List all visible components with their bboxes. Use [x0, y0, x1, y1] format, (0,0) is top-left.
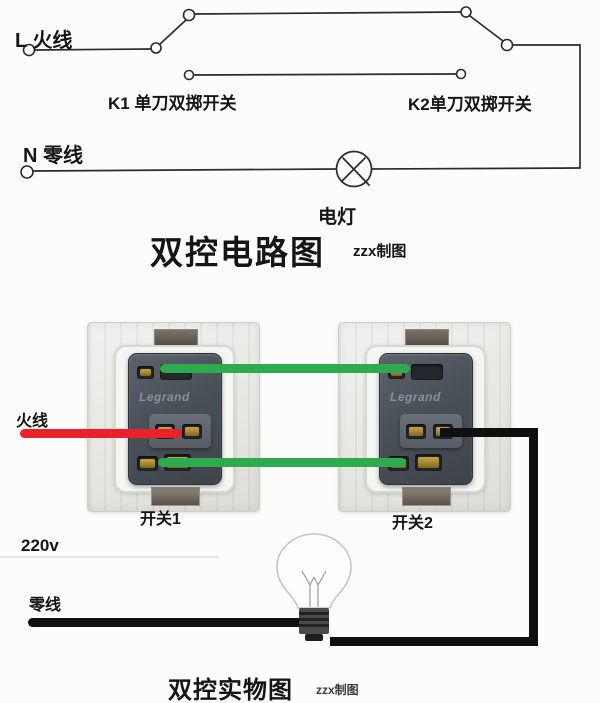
traveler-wire-bottom-green: [158, 458, 406, 467]
k2-switch-label: K2单刀双掷开关: [408, 95, 532, 114]
schematic-neutral-label: N 零线: [23, 145, 83, 167]
top-traveler-line: [193, 11, 462, 15]
bulb-filament: [301, 570, 327, 607]
k2-throw-down-dot: [455, 68, 467, 80]
k1-throw-up-dot: [182, 8, 196, 22]
k2-throw-up-dot: [460, 6, 472, 18]
bottom-traveler-line: [193, 73, 457, 76]
light-bulb-icon: [276, 533, 352, 641]
traveler-wire-top-green: [160, 364, 410, 373]
lamp-label: 电灯: [318, 207, 357, 228]
voltage-label: 220v: [21, 536, 59, 555]
switch1-wall-plate: Legrand: [87, 322, 260, 512]
k1-switch-blade: [159, 19, 187, 45]
switch1-terminal-bottom-left: [137, 456, 158, 471]
bulb-glass: [276, 533, 352, 609]
switch1-brand-text: Legrand: [139, 390, 190, 404]
switch1-terminal-common-right: [182, 424, 202, 439]
switch2-bottom-mount-slot: [402, 487, 451, 506]
k2-switch-blade: [469, 15, 504, 42]
k2-output-line: [511, 44, 581, 169]
k1-switch-label: K1 单刀双掷开关: [108, 94, 237, 113]
switch2-terminal-top-right: [411, 364, 443, 380]
physical-neutral-label: 零线: [29, 597, 62, 614]
schematic-live-label: L 火线: [15, 30, 73, 52]
live-wire-red: [20, 429, 182, 438]
physical-live-label: 火线: [16, 413, 49, 430]
neutral-wire-line: [32, 168, 337, 172]
switch2-label: 开关2: [392, 515, 433, 532]
k1-pole-dot: [150, 42, 162, 54]
switch2-wall-plate: Legrand: [338, 322, 511, 512]
switch2-terminal-bottom-right: [415, 454, 442, 471]
switched-wire-black-horizontal-bottom: [330, 637, 538, 646]
k2-pole-dot: [500, 38, 514, 52]
bulb-screw-base: [299, 608, 329, 641]
k1-throw-down-dot: [183, 69, 195, 81]
schematic-title: 双控电路图: [150, 234, 325, 271]
switch1-bottom-mount-slot: [151, 487, 200, 506]
lamp-symbol-icon: [335, 150, 373, 188]
lamp-output-line: [371, 167, 581, 170]
circuit-diagram-svg: [20, 6, 581, 188]
live-terminal-dot: [22, 43, 36, 57]
switch2-brand-text: Legrand: [390, 390, 441, 404]
physical-title: 双控实物图: [168, 677, 293, 703]
switched-wire-black-horizontal-top: [440, 428, 538, 437]
neutral-wire-black: [28, 618, 310, 627]
switch2-terminal-common-left: [406, 424, 426, 439]
switched-wire-black-vertical: [529, 428, 538, 646]
voltage-divider-line: [0, 556, 218, 558]
neutral-terminal-dot: [20, 165, 34, 179]
schematic-credit: zzx制图: [353, 243, 407, 260]
physical-credit: zzx制图: [316, 683, 359, 697]
switch1-terminal-top-left: [137, 366, 154, 379]
live-wire-line: [34, 48, 152, 51]
switch1-label: 开关1: [140, 511, 181, 528]
